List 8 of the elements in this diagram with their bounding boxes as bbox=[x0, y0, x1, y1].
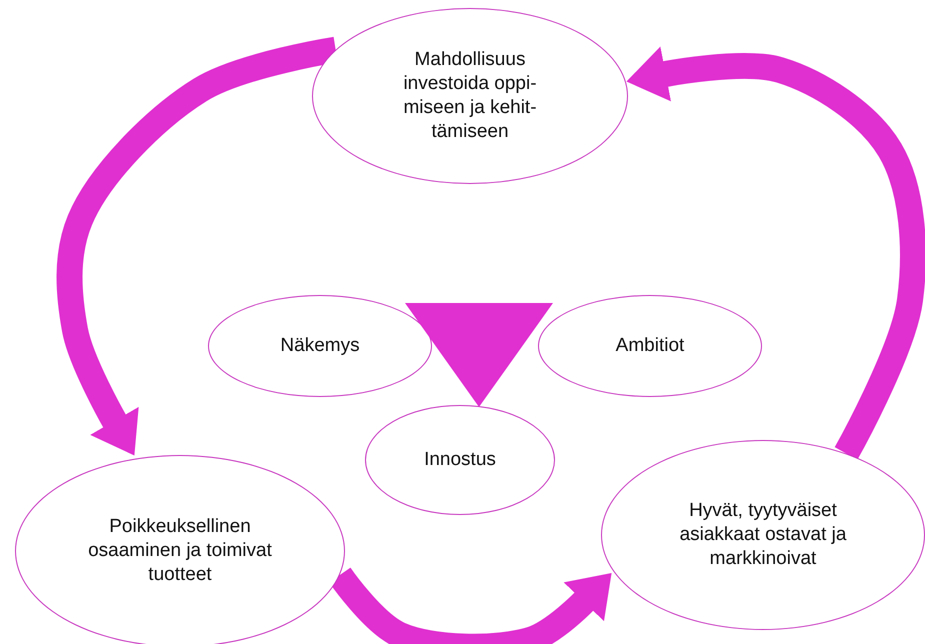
node-label: Hyvät, tyytyväiset asiakkaat ostavat ja markkinoivat bbox=[678, 499, 848, 571]
node-label: Näkemys bbox=[279, 334, 361, 358]
curved-arrow bbox=[626, 46, 925, 460]
node-label: Ambitiot bbox=[614, 334, 686, 358]
node-label: Poikkeuksellinen osaaminen ja toimivat tuotteet bbox=[87, 515, 273, 587]
node-label: Mahdollisuus investoida oppi- miseen ja kehit- tämiseen bbox=[402, 48, 538, 144]
node-label: Innostus bbox=[423, 448, 497, 472]
curved-arrow bbox=[56, 36, 338, 456]
